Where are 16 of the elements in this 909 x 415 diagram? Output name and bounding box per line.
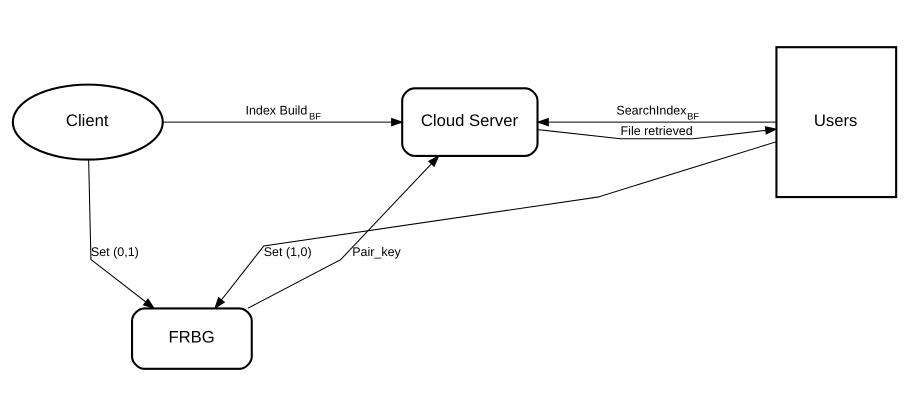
node-ellipse: Client (12, 83, 164, 160)
edge-label: File retrieved (620, 124, 693, 138)
arrow (536, 117, 776, 126)
arrow (538, 126, 778, 139)
arrow (248, 154, 440, 308)
edge-label: Set (1,0) (264, 244, 312, 258)
edge-label: Index Build$_{BF}$ (246, 102, 321, 121)
arrow (162, 117, 404, 126)
arrow (214, 140, 776, 309)
node-box: FRBG (131, 306, 253, 370)
node-box: Cloud Server (401, 86, 539, 156)
node-box: Users (775, 46, 898, 198)
edge-label: Set (0,1) (90, 244, 139, 258)
arrow (88, 159, 156, 309)
edge-label: SearchIndex$_{BF}$ (616, 102, 700, 121)
edge-label: Pair_key (352, 244, 401, 258)
